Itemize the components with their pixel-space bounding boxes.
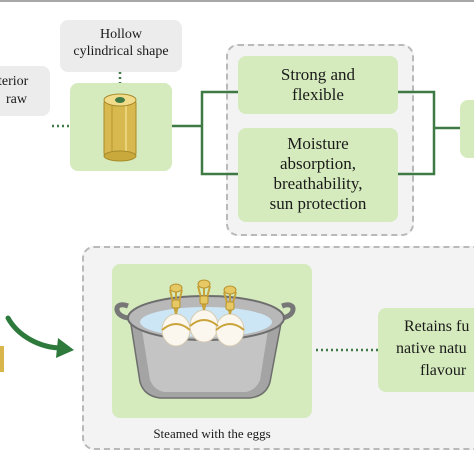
curved-arrow-icon <box>5 315 74 358</box>
interior-straw-line1: terior <box>0 74 29 89</box>
result-card-cutoff <box>460 100 474 158</box>
branch-connector-left <box>172 90 238 176</box>
interior-straw-line2: raw <box>6 92 27 107</box>
interior-straw-label: terior raw <box>0 66 50 116</box>
hollow-line2: cylindrical shape <box>73 43 169 59</box>
moisture-line2: absorption, <box>279 154 357 174</box>
retains-line3: flavour <box>420 362 467 379</box>
retains-line2: native natu <box>396 340 467 357</box>
moisture-line4: sun protection <box>269 194 367 214</box>
strong-flexible-card: Strong and flexible <box>238 56 398 114</box>
retains-line1: Retains fu <box>404 318 470 335</box>
strong-line1: Strong and <box>280 65 356 84</box>
branch-connector-right <box>398 90 460 176</box>
moisture-line3: breathability, <box>273 174 363 194</box>
retains-flavour-card: Retains fu native natu flavour <box>378 308 474 392</box>
hollow-cylindrical-label: Hollow cylindrical shape <box>60 20 182 72</box>
straw-fragment <box>0 346 4 372</box>
hollow-line1: Hollow <box>100 27 142 42</box>
moisture-line1: Moisture <box>287 134 349 153</box>
straw-tube-icon <box>103 93 137 162</box>
strong-line2: flexible <box>292 85 344 105</box>
steamed-caption: Steamed with the eggs <box>153 426 271 441</box>
steamer-pot-icon <box>114 279 296 399</box>
moisture-card: Moisture absorption, breathability, sun … <box>238 128 398 222</box>
